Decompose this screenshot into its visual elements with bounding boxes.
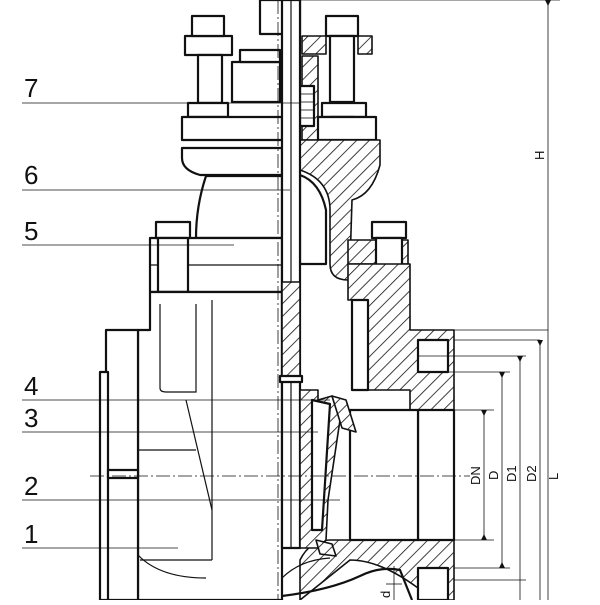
flange-bolt-left: [156, 236, 190, 294]
right-flange-hole-lower: [416, 566, 450, 602]
valve-section-right: [278, 0, 456, 602]
stud-top-left: [196, 53, 224, 105]
flow-bore: [348, 408, 420, 542]
packing-flange-right: [316, 115, 378, 142]
part-label-1: 1: [24, 519, 38, 549]
yoke-right-end: [357, 35, 373, 55]
body-bolt-pocket: [350, 298, 370, 392]
dim-L: L: [546, 473, 561, 480]
stud-nut-mid-right: [320, 101, 368, 119]
part-label-4: 4: [24, 371, 38, 401]
stud-top-right: [328, 34, 356, 104]
flange-face-left: [98, 370, 110, 602]
part-label-5: 5: [24, 216, 38, 246]
dim-d: d: [378, 591, 393, 598]
yoke-right-section: [301, 35, 327, 55]
dim-D1: D1: [504, 465, 519, 482]
seat-ring-lower: [315, 539, 337, 557]
part-label-3: 3: [24, 403, 38, 433]
packing-rings: [298, 84, 316, 128]
stud-nut-mid-left: [186, 101, 230, 119]
end-flange-left: [104, 328, 140, 602]
flange-nut-upper-right: [370, 220, 408, 240]
packing-flange: [180, 115, 284, 142]
dim-H: H: [532, 151, 547, 160]
gland: [230, 60, 282, 104]
stud-nut-top-right: [324, 14, 360, 38]
part-label-2: 2: [24, 471, 38, 501]
gland-flange: [238, 48, 282, 64]
seat-ring-upper: [331, 395, 357, 433]
dim-D: D: [486, 471, 501, 480]
stem-nut: [278, 374, 304, 384]
dim-D2: D2: [524, 465, 539, 482]
bonnet-neck: [180, 146, 284, 177]
flange-bolt-hole-left: [106, 468, 140, 480]
bonnet-section: [299, 139, 381, 281]
part-label-7: 7: [24, 73, 38, 103]
dim-DN: DN: [468, 466, 483, 485]
body-port: [416, 408, 456, 542]
dimension-lines: [290, 0, 560, 600]
stud-nut-top-left: [190, 14, 226, 38]
stem-guide: [281, 281, 301, 381]
flange-nut-upper-left: [154, 220, 192, 240]
part-label-6: 6: [24, 160, 38, 190]
bonnet-cavity: [298, 173, 328, 266]
part-leaders: [22, 102, 340, 549]
yoke-top-plate: [183, 34, 234, 57]
bonnet-body: [194, 174, 284, 240]
valve-exterior-left: [98, 0, 302, 602]
